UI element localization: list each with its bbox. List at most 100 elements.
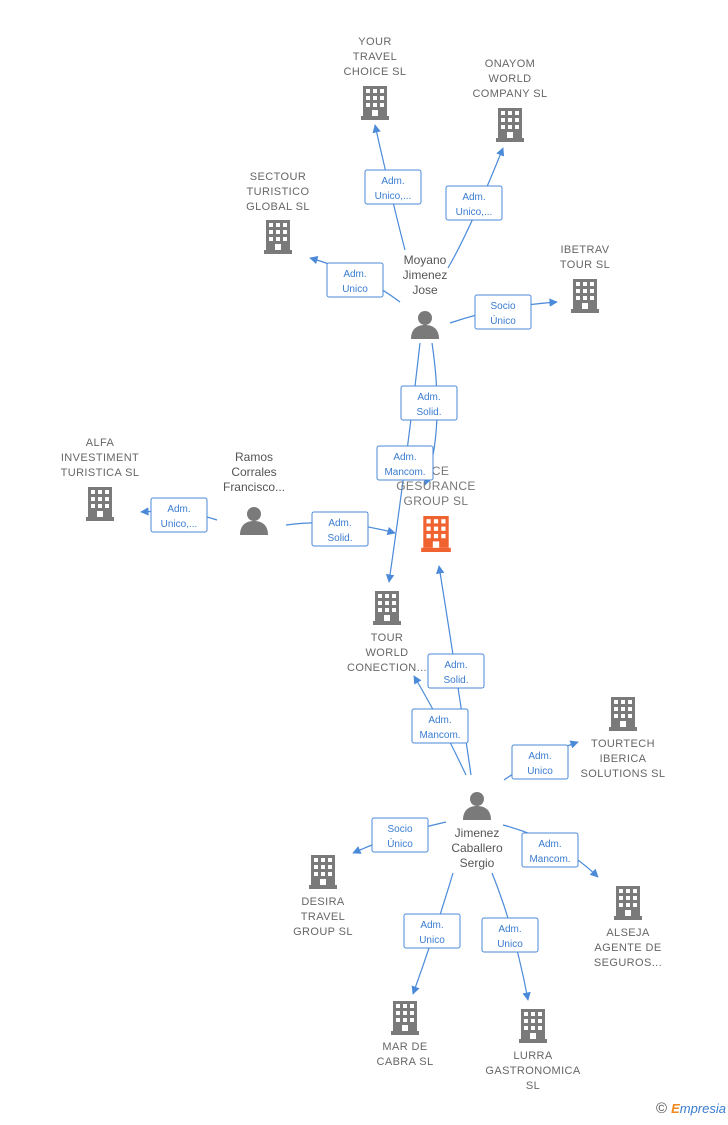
relation-text: Adm. (167, 504, 190, 515)
relations-layer: Adm.Unico,...Adm.Unico,...Adm.UnicoSocio… (150, 169, 579, 953)
building-icon (519, 1009, 547, 1043)
relation-text: Único (490, 314, 516, 327)
relation-label-r8[interactable]: Adm.Solid. (311, 511, 369, 547)
building-icon (571, 279, 599, 313)
relation-box (364, 169, 422, 205)
company-label-line: TOURTECH (591, 738, 655, 750)
relation-label-r7[interactable]: Adm. Unico,... (150, 497, 208, 533)
person-label-line: Moyano (404, 253, 447, 267)
relation-box (411, 708, 469, 744)
company-label-line: SOLUTIONS SL (581, 768, 666, 780)
company-node-ibetrav[interactable]: IBETRAV TOUR SL (560, 244, 610, 313)
person-label-line: Sergio (460, 856, 495, 870)
relation-label-r11[interactable]: Adm.Unico (511, 744, 569, 780)
company-label-line: IBETRAV (560, 244, 609, 256)
company-label-line: COMPANY SL (472, 88, 547, 100)
person-label-line: Ramos (235, 450, 273, 464)
company-label-line: WORLD (489, 73, 532, 85)
relation-text: Adm. (538, 839, 561, 850)
relation-text: Mancom. (529, 854, 570, 865)
company-node-tour-world[interactable]: TOURWORLDCONECTION... (347, 591, 427, 674)
brand-logo-text: mpresia (679, 1101, 726, 1116)
building-icon (361, 86, 389, 120)
person-node-ramos[interactable]: RamosCorralesFrancisco... (223, 450, 285, 535)
relation-label-r6[interactable]: Adm.Mancom. (376, 445, 434, 481)
relation-label-r14[interactable]: Adm.Unico (403, 913, 461, 949)
edges-layer (140, 124, 599, 1001)
relation-box (521, 832, 579, 868)
relation-text: Solid. (416, 407, 441, 418)
relation-text: Unico (419, 935, 445, 946)
relation-box (311, 511, 369, 547)
relation-text: Socio (387, 824, 412, 835)
company-label-line: TURISTICO (247, 186, 310, 198)
company-label-line: GASTRONOMICA (485, 1065, 581, 1077)
company-label-line: IBERICA (600, 753, 647, 765)
relation-text: Mancom. (384, 467, 425, 478)
relation-label-r3[interactable]: Adm. Unico (326, 262, 384, 298)
relation-text: Adm. (462, 192, 485, 203)
company-node-onayom[interactable]: ONAYOM WORLD COMPANY SL (472, 58, 547, 142)
person-label-line: Jimenez (455, 826, 500, 840)
company-label-line: TRAVEL (353, 51, 397, 63)
relation-box (326, 262, 384, 298)
relation-label-r2[interactable]: Adm.Unico,... (445, 185, 503, 221)
company-label-line: AGENTE DE (594, 942, 661, 954)
person-label-line: Caballero (451, 841, 503, 855)
relation-label-r10[interactable]: Adm.Mancom. (411, 708, 469, 744)
person-icon (411, 311, 439, 339)
relation-label-r5[interactable]: Adm.Solid. (400, 385, 458, 421)
relation-box (400, 385, 458, 421)
relation-box (376, 445, 434, 481)
relation-label-r15[interactable]: Adm.Unico (481, 917, 539, 953)
building-icon (373, 591, 401, 625)
company-label-line: SECTOUR (250, 171, 306, 183)
company-label-line: ALFA (86, 437, 115, 449)
company-label-line: CABRA SL (376, 1056, 433, 1068)
building-icon (309, 855, 337, 889)
relation-text: Unico (342, 284, 368, 295)
company-label-line: WORLD (366, 647, 409, 659)
company-label-line: CHOICE SL (344, 66, 407, 78)
company-node-your-travel[interactable]: YOUR TRAVEL CHOICE SL (344, 36, 407, 120)
person-label-line: Francisco... (223, 480, 285, 494)
company-label-line: INVESTIMENT (61, 452, 139, 464)
company-label-line: DESIRA (301, 896, 345, 908)
company-label-line: GROUP SL (404, 494, 469, 508)
brand-footer[interactable]: ©Empresia (656, 1100, 726, 1117)
company-label-line: TOUR SL (560, 259, 610, 271)
person-label-line: Corrales (231, 465, 276, 479)
company-label-line: MAR DE (382, 1041, 427, 1053)
company-label-line: YOUR (358, 36, 391, 48)
building-icon (614, 886, 642, 920)
company-label-line: TRAVEL (301, 911, 345, 923)
relation-text: Unico,... (375, 191, 412, 202)
relation-text: Único (387, 837, 413, 850)
relation-text: Unico,... (161, 519, 198, 530)
relation-label-r9[interactable]: Adm.Solid. (427, 653, 485, 689)
building-icon (86, 487, 114, 521)
company-label-line: ONAYOM (485, 58, 535, 70)
company-label-line: ALSEJA (606, 927, 650, 939)
relation-text: Adm. (444, 660, 467, 671)
relation-label-r1[interactable]: Adm.Unico,... (364, 169, 422, 205)
relation-text: Adm. (343, 269, 366, 280)
relation-label-r13[interactable]: Adm. Mancom. (521, 832, 579, 868)
relation-text: Adm. (528, 751, 551, 762)
relation-text: Unico (497, 939, 523, 950)
relation-box (403, 913, 461, 949)
relation-box (371, 817, 429, 853)
company-node-mar-de-cabra[interactable]: MAR DE CABRA SL (376, 1001, 433, 1068)
relation-text: Mancom. (419, 730, 460, 741)
company-node-tourtech[interactable]: TOURTECH IBERICA SOLUTIONS SL (581, 697, 666, 780)
